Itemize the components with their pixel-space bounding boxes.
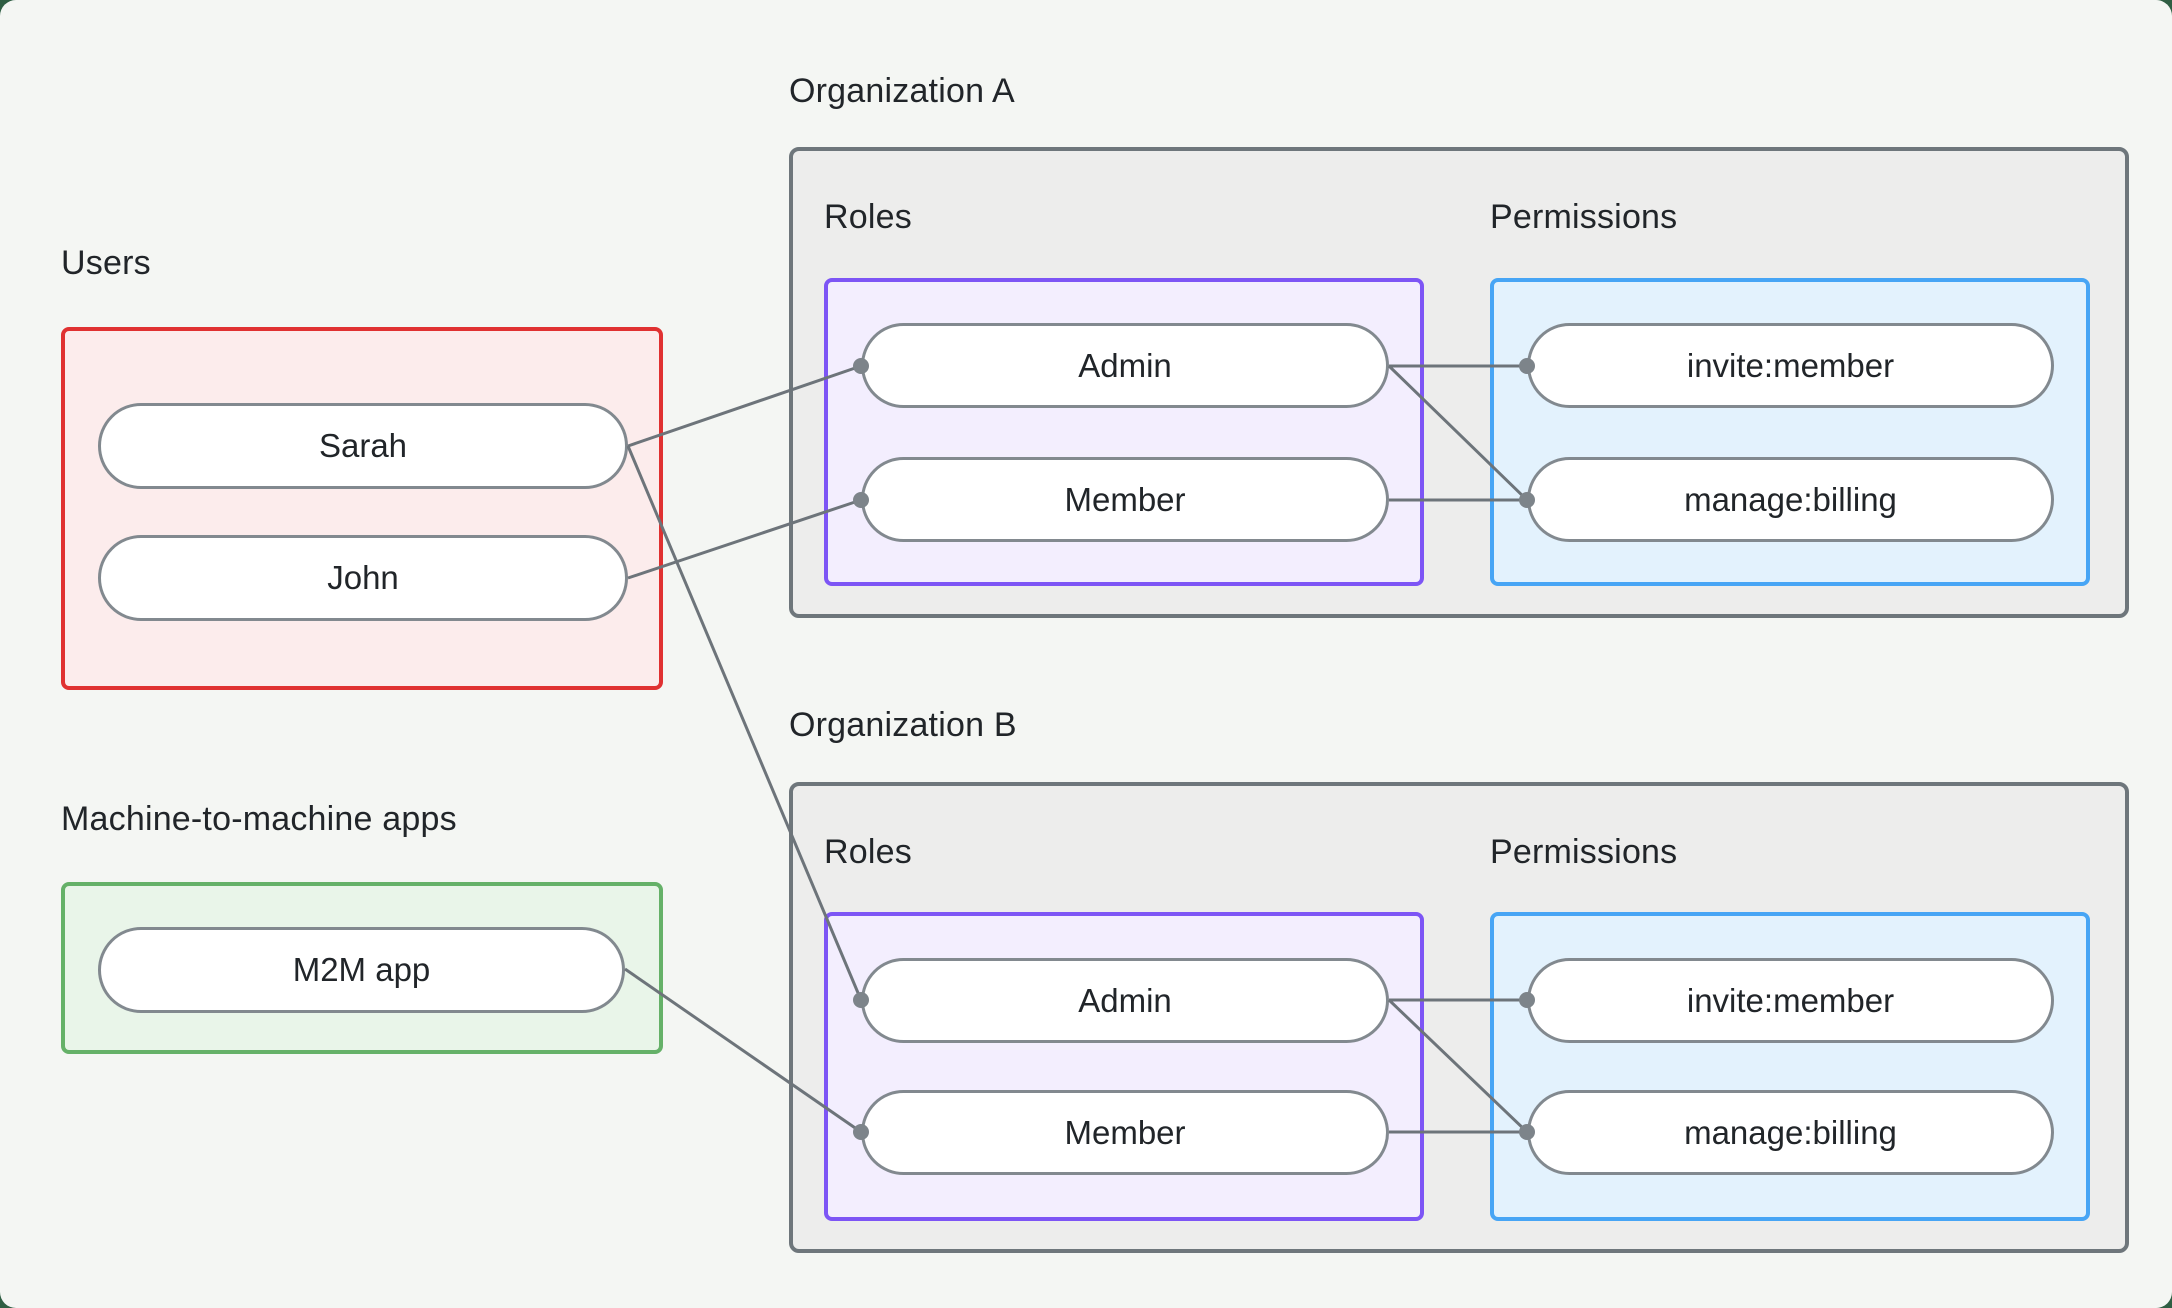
org-b-permission-manage-billing-label: manage:billing xyxy=(1684,1113,1897,1151)
org-a-role-member-label: Member xyxy=(1064,480,1186,518)
org-a-title: Organization A xyxy=(789,72,1015,110)
org-a-permission-manage-billing-label: manage:billing xyxy=(1684,480,1897,518)
org-b-role-admin-label: Admin xyxy=(1078,981,1172,1019)
user-node-john: John xyxy=(98,535,628,621)
m2m-node-label: M2M app xyxy=(292,951,431,988)
org-b-permission-invite-member-label: invite:member xyxy=(1686,981,1895,1019)
org-b-role-admin: Admin xyxy=(861,958,1389,1043)
org-a-roles-label: Roles xyxy=(824,198,912,236)
org-b-permission-invite-member: invite:member xyxy=(1527,958,2054,1043)
org-a-permissions-label: Permissions xyxy=(1490,198,1678,236)
m2m-group-label: Machine-to-machine apps xyxy=(61,800,457,838)
org-a-permission-manage-billing: manage:billing xyxy=(1527,457,2054,542)
org-a-permission-invite-member: invite:member xyxy=(1527,323,2054,408)
user-node-john-label: John xyxy=(327,559,399,596)
org-b-roles-label: Roles xyxy=(824,833,912,871)
user-node-sarah-label: Sarah xyxy=(318,427,408,464)
org-b-role-member-label: Member xyxy=(1064,1113,1186,1151)
org-a-role-admin: Admin xyxy=(861,323,1389,408)
org-a-role-admin-label: Admin xyxy=(1078,346,1172,384)
m2m-node: M2M app xyxy=(98,927,625,1013)
users-group-label: Users xyxy=(61,244,151,282)
user-node-sarah: Sarah xyxy=(98,403,628,489)
org-b-title: Organization B xyxy=(789,706,1017,744)
org-b-role-member: Member xyxy=(861,1090,1389,1175)
org-a-permission-invite-member-label: invite:member xyxy=(1686,346,1895,384)
org-a-role-member: Member xyxy=(861,457,1389,542)
org-b-permissions-label: Permissions xyxy=(1490,833,1678,871)
users-group-box xyxy=(61,327,663,690)
org-b-permission-manage-billing: manage:billing xyxy=(1527,1090,2054,1175)
